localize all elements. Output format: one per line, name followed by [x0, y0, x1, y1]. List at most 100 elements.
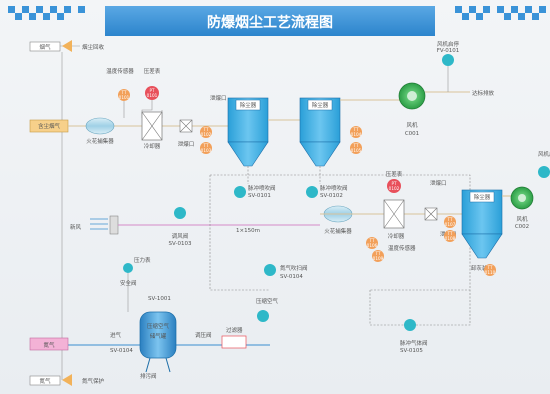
damper-1-label: 泄爆口	[178, 140, 195, 148]
nitrogen-valve-code: SV-0104	[280, 274, 303, 280]
pulse-valve-1-label: 脉冲喷吹阀	[248, 184, 276, 192]
cleaner-3-label: 除尘器	[474, 193, 491, 201]
svg-text:0103: 0103	[201, 148, 212, 153]
compressed-air-tank	[139, 311, 177, 359]
svg-text:0105: 0105	[351, 148, 362, 153]
bottom-feed-label: 氮气	[39, 377, 51, 385]
regulator-label: 调压阀	[195, 331, 212, 339]
pulse-valve-2	[306, 186, 318, 198]
raw-gas-label: 含尘烟气	[38, 122, 61, 130]
pt-tag-2	[387, 179, 401, 193]
spark-catcher-1	[85, 117, 115, 135]
nitrogen-inlet	[29, 337, 69, 351]
safety-valve-label: 安全阀	[120, 279, 137, 287]
tt-tag-1	[118, 89, 130, 101]
tt-tag-6	[366, 237, 378, 249]
top-feed-note: 烟尘回收	[82, 43, 105, 51]
tt-tag-7	[444, 216, 456, 228]
fresh-air-label: 新风	[70, 223, 82, 231]
bottom-feed-box	[29, 375, 61, 386]
fresh-air-valve-code: SV-0103	[169, 241, 192, 247]
pressure-table-2-label: 压差表	[386, 170, 403, 178]
svg-text:0104: 0104	[351, 132, 362, 137]
filter-label: 过滤器	[226, 326, 243, 334]
tt-tag-10	[484, 264, 496, 276]
cooler-1-label: 冷却器	[144, 142, 161, 150]
dust-collector-1	[227, 97, 269, 167]
pt-tag-1	[145, 86, 159, 100]
drain-valve-label: 排污阀	[140, 372, 157, 380]
top-feed-label: 烟气	[39, 43, 51, 51]
svg-text:0106: 0106	[367, 243, 378, 248]
fan-2-label: 风机	[516, 215, 528, 223]
svg-text:TT: TT	[120, 90, 126, 95]
fan-control-1-code: FV-0101	[437, 48, 460, 54]
top-feed-arrow	[62, 40, 72, 52]
svg-text:PT: PT	[391, 181, 397, 186]
pulse-valve-2-label: 脉冲喷吹阀	[320, 184, 348, 192]
svg-text:0110: 0110	[485, 270, 496, 275]
filter-valve	[257, 310, 269, 322]
nitrogen-purge-valve	[264, 264, 276, 276]
svg-text:TT: TT	[486, 265, 492, 270]
svg-text:TT: TT	[202, 143, 208, 148]
svg-text:0102: 0102	[201, 132, 212, 137]
fan-1-code: C001	[405, 131, 419, 137]
feed-code: SV-1001	[148, 296, 171, 302]
svg-text:TT: TT	[368, 238, 374, 243]
ash-hopper-label: 卸灰装置	[471, 264, 494, 272]
svg-text:0108: 0108	[445, 236, 456, 241]
tank-label-1: 压缩空气	[147, 322, 170, 330]
svg-text:0109: 0109	[373, 256, 384, 261]
spark-catcher-2-label: 火花捕集器	[324, 227, 352, 235]
tt-tag-2	[200, 126, 212, 138]
cleaner-2-label: 除尘器	[312, 101, 329, 109]
cleaner-1-label: 除尘器	[240, 101, 257, 109]
fan-control-1-label: 风机启停	[437, 40, 460, 48]
pulse-valve-1-code: SV-0101	[248, 193, 271, 199]
explosion-valve-2-label: 泄爆口	[430, 179, 447, 187]
spark-catcher-1-label: 火花捕集器	[86, 137, 114, 145]
svg-text:0101: 0101	[147, 93, 158, 98]
svg-text:TT: TT	[446, 231, 452, 236]
tt-tag-3	[200, 142, 212, 154]
pulse-valve-2-code: SV-0102	[320, 193, 343, 199]
explosion-valve-1-label: 泄爆口	[210, 94, 227, 102]
tt-tag-4	[350, 126, 362, 138]
header-decoration-right	[455, 6, 546, 20]
nitrogen-inlet-label: 氮气	[43, 341, 55, 349]
tt-tag-5	[350, 142, 362, 154]
to-stack-label: 达标排放	[472, 89, 495, 97]
pulse-valve-3-label: 脉冲气体阀	[400, 339, 428, 347]
fan-control-2	[538, 166, 550, 178]
cooler-2-label: 冷却器	[388, 232, 405, 240]
svg-text:0101: 0101	[119, 95, 130, 100]
pressure-table-1-label: 压差表	[144, 67, 161, 75]
svg-text:TT: TT	[352, 127, 358, 132]
nitrogen-valve-label: 氮气吹扫阀	[280, 264, 308, 272]
air-filter	[221, 335, 247, 349]
fan-2-code: C002	[515, 224, 529, 230]
page-title: 防爆烟尘工艺流程图	[207, 14, 333, 31]
fan-control-1	[442, 54, 454, 66]
pulse-valve-3-code: SV-0105	[400, 348, 423, 354]
dust-collector-2	[299, 97, 341, 167]
fresh-air-filter	[109, 215, 119, 235]
bottom-feed-note: 氮气保护	[82, 377, 105, 385]
bottom-feed-arrow	[62, 374, 72, 386]
svg-text:TT: TT	[202, 127, 208, 132]
svg-text:TT: TT	[446, 217, 452, 222]
svg-text:0102: 0102	[389, 186, 400, 191]
fan-control-2-label: 风机启停	[538, 150, 550, 158]
svg-text:TT: TT	[352, 143, 358, 148]
pulse-valve-3	[404, 319, 416, 331]
svg-text:PT: PT	[149, 88, 155, 93]
title-banner	[105, 6, 435, 36]
pressure-gauge	[123, 263, 133, 273]
top-feed-box	[29, 41, 61, 52]
pressure-gauge-label: 压力表	[134, 256, 151, 264]
header-decoration-left	[8, 6, 85, 20]
dust-collector-3	[461, 189, 503, 259]
